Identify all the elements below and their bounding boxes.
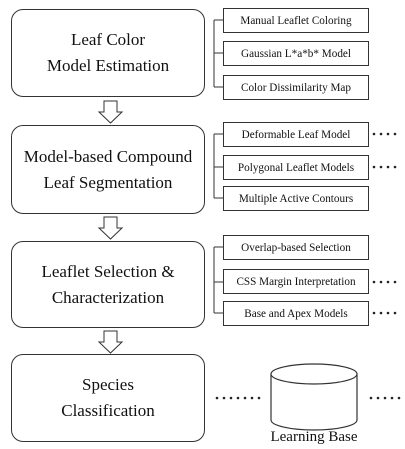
- method-box: Overlap-based Selection: [223, 235, 369, 260]
- method-label: Color Dissimilarity Map: [240, 81, 351, 94]
- stage-label: Species Classification: [61, 375, 155, 420]
- method-box: Base and Apex Models: [223, 301, 369, 326]
- down-arrow-icon: [97, 216, 124, 240]
- method-box: Multiple Active Contours: [223, 186, 369, 211]
- method-label: Multiple Active Contours: [238, 192, 354, 205]
- method-box: Deformable Leaf Model: [223, 122, 369, 147]
- dotted-line: [372, 165, 397, 169]
- down-arrow-icon: [97, 100, 124, 124]
- dotted-line: [372, 132, 397, 136]
- method-label: Gaussian L*a*b* Model: [241, 47, 351, 60]
- method-label: Overlap-based Selection: [241, 241, 351, 254]
- method-label: Polygonal Leaflet Models: [237, 161, 355, 174]
- stage-box-classification: Species Classification: [11, 354, 205, 442]
- stage-box-segmentation: Model-based Compound Leaf Segmentation: [11, 125, 205, 214]
- method-box: Color Dissimilarity Map: [223, 75, 369, 100]
- dotted-line: [372, 280, 397, 284]
- dotted-line: [372, 311, 397, 315]
- stage-box-color-model: Leaf Color Model Estimation: [11, 9, 205, 97]
- database-label: Learning Base: [270, 429, 358, 445]
- method-box: Manual Leaflet Coloring: [223, 8, 369, 33]
- bracket-connector: [213, 246, 223, 314]
- stage-label: Leaf Color Model Estimation: [46, 30, 170, 75]
- down-arrow-icon: [97, 330, 124, 354]
- dotted-line: [369, 396, 401, 400]
- method-box: Gaussian L*a*b* Model: [223, 41, 369, 66]
- method-box: CSS Margin Interpretation: [223, 269, 369, 294]
- stage-label: Model-based Compound Leaf Segmentation: [23, 146, 193, 192]
- dotted-line: [215, 396, 261, 400]
- method-label: CSS Margin Interpretation: [236, 275, 356, 288]
- database-cylinder-icon: [270, 363, 358, 431]
- method-label: Base and Apex Models: [244, 307, 348, 320]
- method-label: Manual Leaflet Coloring: [240, 14, 352, 27]
- stage-box-leaflet-selection: Leaflet Selection & Characterization: [11, 241, 205, 328]
- stage-label: Leaflet Selection & Characterization: [41, 261, 175, 307]
- method-label: Deformable Leaf Model: [241, 128, 351, 141]
- bracket-connector: [213, 19, 223, 88]
- bracket-connector: [213, 133, 223, 199]
- method-box: Polygonal Leaflet Models: [223, 155, 369, 180]
